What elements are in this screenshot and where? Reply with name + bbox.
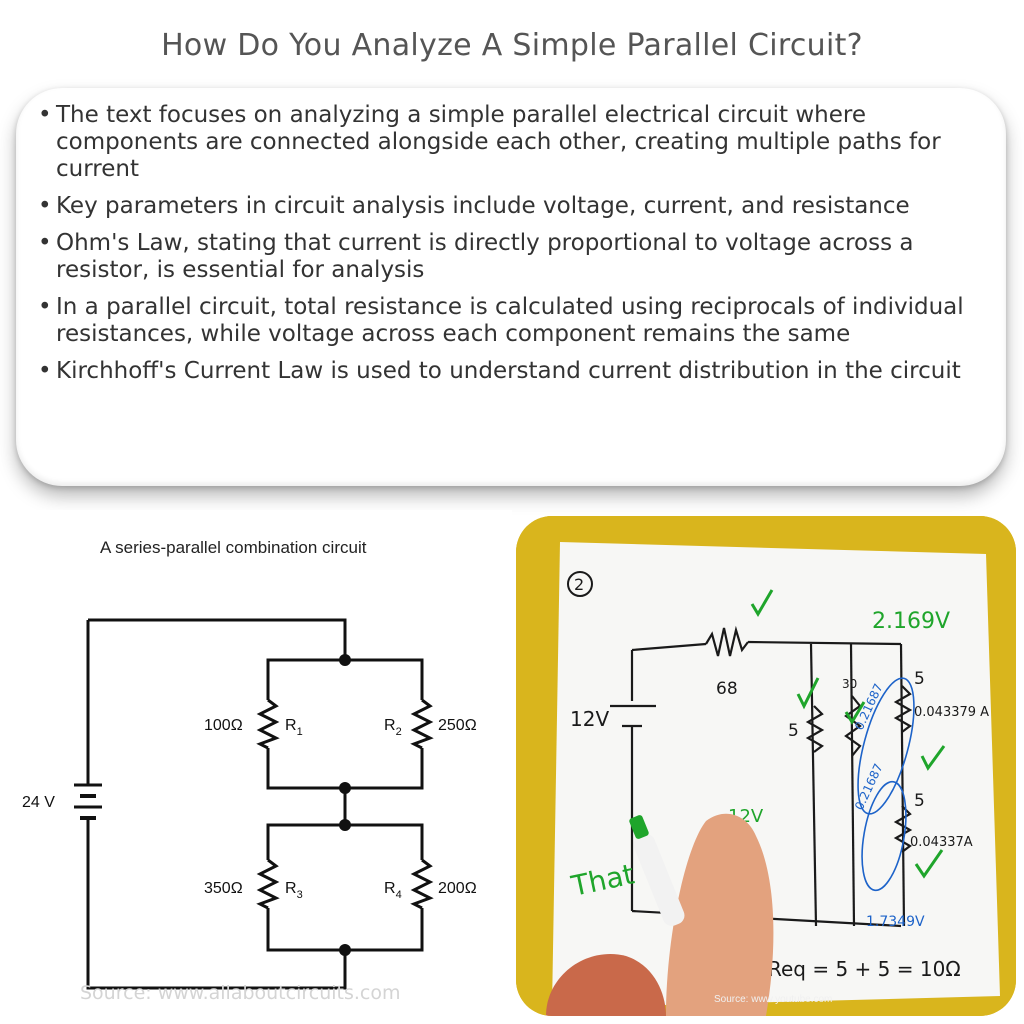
circuit-title: A series-parallel combination circuit — [100, 538, 367, 557]
bullet-text: Kirchhoff's Current Law is used to under… — [56, 358, 961, 384]
green-check-icon — [914, 849, 944, 879]
bullet-dot-icon: • — [38, 230, 52, 256]
green-check-icon — [796, 677, 820, 710]
bullet-item: •Key parameters in circuit analysis incl… — [38, 193, 998, 220]
board-wire-top — [631, 642, 707, 652]
r2-label: R2 — [384, 717, 402, 738]
whiteboard-drawing: 2 68 12V 5 30 5 5 0.043379 A 0.04337A Re… — [516, 516, 1016, 1016]
green-check-icon — [750, 589, 774, 617]
board-branch-3 — [899, 643, 906, 927]
r4-value: 200Ω — [438, 880, 477, 897]
battery-label: 24 V — [22, 794, 55, 811]
bullet-text: In a parallel circuit, total resistance … — [56, 294, 964, 347]
wire-top — [88, 618, 347, 660]
bullet-item: •Kirchhoff's Current Law is used to unde… — [38, 358, 998, 385]
board-current-top: 0.043379 A — [914, 705, 989, 720]
bullet-dot-icon: • — [38, 358, 52, 384]
battery-symbol — [74, 783, 102, 820]
board-label-30: 30 — [842, 677, 857, 691]
bullet-list: •The text focuses on analyzing a simple … — [38, 102, 998, 395]
board-resistor-5b — [893, 685, 913, 733]
circuit-diagram-panel — [0, 510, 512, 1024]
bullet-item: •Ohm's Law, stating that current is dire… — [38, 230, 998, 284]
summary-card: •The text focuses on analyzing a simple … — [16, 88, 1006, 486]
resistor-r4 — [410, 858, 434, 910]
lower-box-left — [266, 823, 345, 860]
junction-dot — [339, 782, 351, 794]
board-equation: Req = 5 + 5 = 10Ω — [768, 957, 961, 981]
r4-label: R4 — [384, 880, 402, 901]
junction-dot — [339, 944, 351, 956]
r1-label: R1 — [285, 717, 303, 738]
resistor-r2 — [410, 698, 434, 750]
r3-value: 350Ω — [204, 880, 243, 897]
board-resistor-68 — [705, 625, 749, 657]
green-check-icon — [920, 745, 946, 771]
bullet-dot-icon: • — [38, 294, 52, 320]
bullet-dot-icon: • — [38, 193, 52, 219]
source-credit-left: Source: www.allaboutcircuits.com — [80, 982, 401, 1004]
board-branch-2 — [849, 643, 856, 927]
board-label-5c: 5 — [914, 791, 925, 811]
wire-left-bottom — [86, 818, 347, 990]
page-title: How Do You Analyze A Simple Parallel Cir… — [161, 28, 863, 63]
green-check-icon — [844, 701, 866, 725]
blue-annotation — [857, 677, 915, 815]
circuit-diagram: 24 V 100Ω R1 R2 250Ω 350Ω R3 R4 200Ω — [22, 618, 477, 990]
bullet-item: •The text focuses on analyzing a simple … — [38, 102, 998, 183]
r3-label: R3 — [285, 880, 303, 901]
upper-box-right — [345, 658, 424, 700]
board-voltage-bottom: 1.7349V — [866, 914, 925, 930]
problem-number: 2 — [574, 575, 584, 594]
whiteboard-photo: 2 68 12V 5 30 5 5 0.043379 A 0.04337A Re… — [516, 516, 1016, 1016]
board-voltage-top: 2.169V — [872, 609, 950, 634]
bullet-text: Key parameters in circuit analysis inclu… — [56, 193, 910, 219]
resistor-r3 — [256, 858, 280, 910]
board-label-5: 5 — [788, 721, 799, 741]
bullet-dot-icon: • — [38, 102, 52, 128]
r2-value: 250Ω — [438, 717, 477, 734]
source-credit-right: Source: www.youtube.com — [714, 994, 833, 1005]
bullet-item: •In a parallel circuit, total resistance… — [38, 294, 998, 348]
resistor-r1 — [256, 698, 280, 750]
junction-dot — [339, 654, 351, 666]
board-current-bottom: 0.04337A — [910, 835, 973, 850]
upper-box-left — [266, 658, 345, 700]
hand-with-marker — [546, 813, 774, 1016]
board-label-5b: 5 — [914, 669, 925, 689]
board-resistor-5 — [805, 705, 825, 753]
bullet-text: Ohm's Law, stating that current is direc… — [56, 230, 914, 283]
junction-dot — [339, 819, 351, 831]
board-resistor-5c — [893, 805, 913, 853]
board-label-12v: 12V — [570, 707, 609, 731]
problem-number-circle — [567, 571, 593, 597]
bullet-text: The text focuses on analyzing a simple p… — [56, 102, 941, 182]
r1-value: 100Ω — [204, 717, 243, 734]
lower-box-right — [345, 823, 424, 860]
board-label-68: 68 — [716, 679, 738, 699]
